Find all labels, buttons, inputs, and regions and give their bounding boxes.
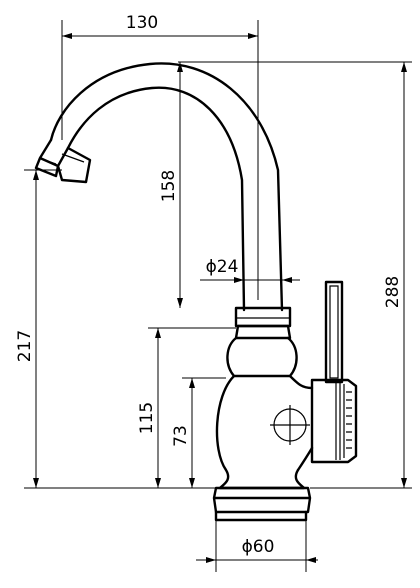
dim-lever-axis-height: 73	[171, 425, 191, 447]
dim-spout-drop: 158	[159, 170, 179, 202]
cartridge-crosshair	[270, 405, 310, 445]
dimension-lines	[24, 20, 412, 572]
upper-bulb	[226, 336, 298, 378]
spout-inner	[66, 86, 246, 312]
knurl-dots	[346, 391, 352, 449]
dim-handle-height: 115	[137, 402, 157, 434]
main-body-right	[288, 374, 314, 472]
dim-total-height: 288	[383, 276, 403, 308]
main-body	[215, 374, 306, 490]
faucet-outline	[34, 62, 358, 522]
mount-shank	[214, 510, 308, 522]
dim-outlet-height: 217	[15, 330, 35, 362]
collar-lower	[234, 324, 292, 340]
handle-knurl	[335, 382, 345, 460]
spout-nozzle-detail	[43, 153, 85, 165]
dim-pipe-diameter: ϕ24	[206, 257, 239, 277]
handle-housing	[310, 378, 358, 464]
dim-base-diameter: ϕ60	[242, 537, 275, 557]
base	[212, 486, 312, 514]
lever-inner	[329, 285, 339, 379]
dim-spout-reach: 130	[126, 13, 158, 33]
collar	[234, 306, 292, 328]
lever	[324, 280, 344, 384]
spout-outer	[49, 62, 284, 312]
